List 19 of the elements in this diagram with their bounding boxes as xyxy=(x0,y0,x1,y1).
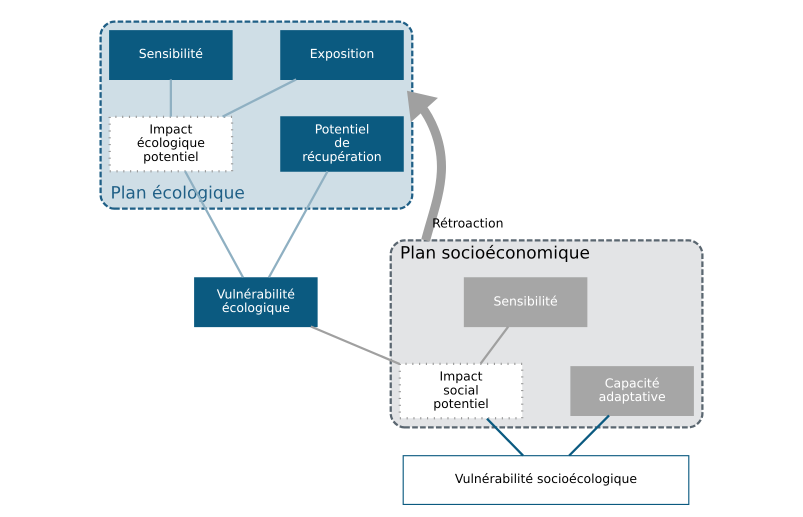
connector xyxy=(486,418,524,456)
connector xyxy=(222,78,297,118)
edge-label: Rétroaction xyxy=(432,216,504,231)
node-box: Exposition xyxy=(280,30,404,80)
node-box: Impact écologique potentiel xyxy=(108,116,234,172)
node-box: Impact social potentiel xyxy=(398,362,524,420)
arrow xyxy=(406,90,446,242)
node-box: Sensibilité xyxy=(464,277,588,328)
connector xyxy=(568,414,610,456)
connector xyxy=(480,326,510,364)
connector xyxy=(184,170,244,278)
node-box: Vulnérabilité écologique xyxy=(194,277,318,328)
node-box: Potentiel de récupération xyxy=(280,116,404,172)
connector xyxy=(170,79,172,117)
node-box: Capacité adaptative xyxy=(570,366,694,416)
node-box: Sensibilité xyxy=(109,30,233,80)
connector xyxy=(268,170,329,278)
node-box: Vulnérabilité socioécologique xyxy=(402,455,690,505)
connector xyxy=(310,325,400,366)
